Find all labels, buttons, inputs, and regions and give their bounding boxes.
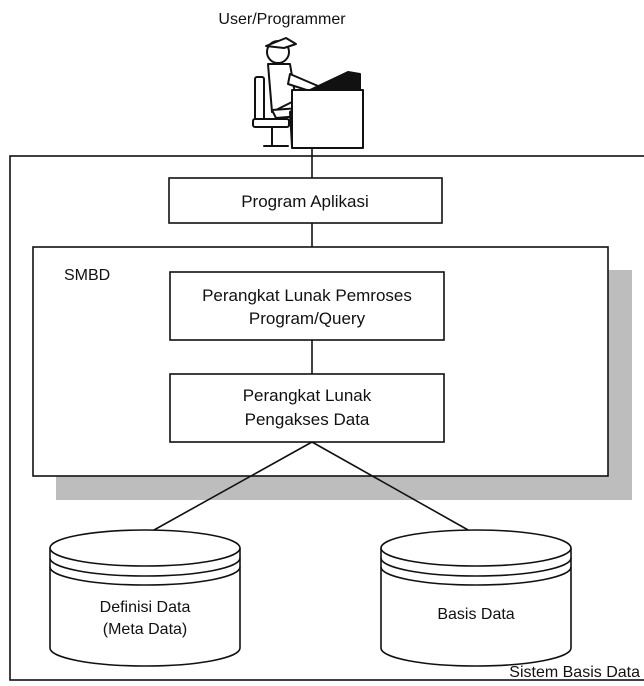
basis-data-label: Basis Data [437, 606, 514, 623]
program-aplikasi-label: Program Aplikasi [241, 192, 369, 211]
pengakses-box [169, 373, 445, 443]
definisi-data-label-line1: Definisi Data [100, 599, 191, 616]
user-programmer-label: User/Programmer [218, 11, 346, 28]
pengakses-label-line1: Perangkat Lunak [243, 386, 372, 405]
definisi-data-label-line2: (Meta Data) [103, 621, 187, 638]
pemroses-label-line1: Perangkat Lunak Pemroses [202, 286, 412, 305]
smbd-label: SMBD [64, 267, 110, 284]
program-aplikasi-box [168, 177, 443, 224]
definisi-data-cylinder [49, 529, 241, 667]
user-programmer-icon [252, 37, 364, 149]
connector-to-definisi-data [144, 441, 313, 536]
pemroses-box [169, 271, 445, 341]
system-boundary [9, 155, 644, 681]
pemroses-label-line2: Program/Query [249, 309, 366, 328]
basis-data-cylinder [380, 529, 572, 667]
connector-to-basis-data [311, 441, 478, 536]
pengakses-label-line2: Pengakses Data [245, 410, 370, 429]
sistem-basis-data-label: Sistem Basis Data [509, 664, 640, 681]
